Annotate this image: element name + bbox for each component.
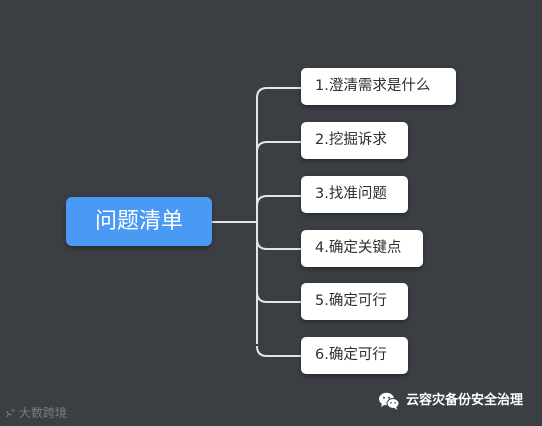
- subtopic-4[interactable]: 4.确定关键点: [301, 230, 423, 267]
- watermark-right-text: 云容灾备份安全治理: [406, 393, 524, 408]
- connector-branch-2: [256, 141, 301, 153]
- subtopic-2[interactable]: 2.挖掘诉求: [301, 122, 408, 159]
- subtopic-5[interactable]: 5.确定可行: [301, 283, 408, 320]
- connector-branch-5: [256, 291, 301, 303]
- subtopic-1[interactable]: 1.澄清需求是什么: [301, 68, 456, 105]
- connector-branch-6: [256, 345, 301, 357]
- connector-branch-4: [256, 238, 301, 250]
- subtopic-3[interactable]: 3.找准问题: [301, 176, 408, 213]
- watermark-account: 云容灾备份安全治理: [378, 390, 523, 412]
- connector-branch-3: [256, 195, 301, 207]
- watermark-brand: ኑ°大数跨境: [6, 404, 67, 422]
- wechat-icon: [379, 392, 400, 410]
- subtopic-6[interactable]: 6.确定可行: [301, 337, 408, 374]
- root-topic[interactable]: 问题清单: [66, 197, 212, 246]
- watermark-left-text: 大数跨境: [18, 406, 67, 420]
- connector-branch-1: [256, 87, 301, 99]
- brand-logo-icon: ኑ°: [6, 407, 16, 420]
